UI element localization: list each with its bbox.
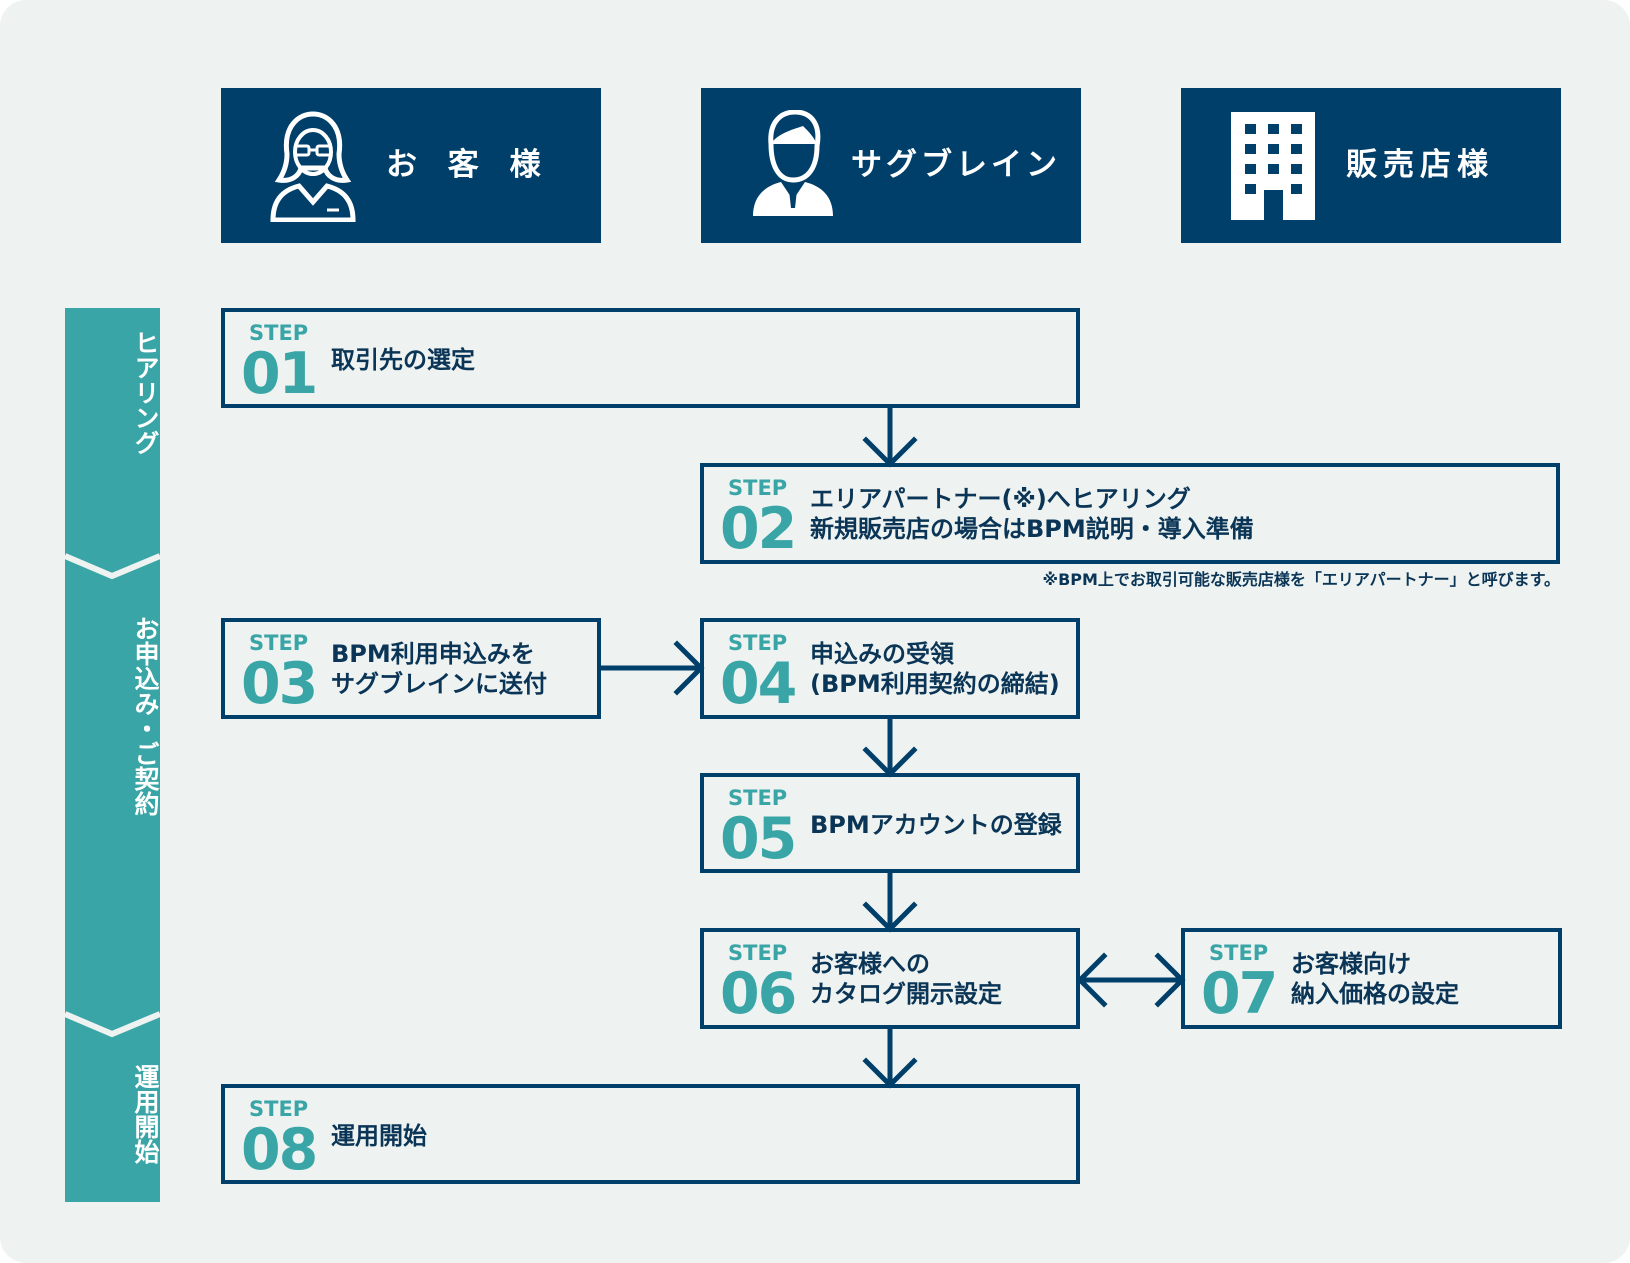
step-text-line: (BPM利用契約の締結) — [810, 670, 1060, 698]
column-label: 販売店様 — [1346, 147, 1494, 183]
step-number: 03 — [241, 651, 318, 717]
step-03-box: STEP 03 BPM利用申込みを サグブレインに送付 — [221, 618, 601, 719]
column-header-customer: お 客 様 — [221, 88, 601, 243]
step-text-line: BPMアカウントの登録 — [810, 811, 1062, 839]
column-label: お 客 様 — [386, 147, 551, 183]
step-04-box: STEP 04 申込みの受領 (BPM利用契約の締結) — [700, 618, 1080, 719]
phase-hearing: ヒアリング — [65, 308, 160, 578]
phase-label: お申込み・ご契約 — [131, 616, 160, 816]
step-number: 05 — [720, 806, 797, 872]
step-08-box: STEP 08 運用開始 — [221, 1084, 1080, 1184]
arrow-step05-to-step06 — [862, 870, 918, 933]
building-icon — [1231, 112, 1315, 220]
step-number: 01 — [241, 341, 318, 407]
step-06-box: STEP 06 お客様への カタログ開示設定 — [700, 928, 1080, 1029]
step-text-line: お客様向け — [1291, 950, 1411, 978]
step-number: 08 — [241, 1117, 318, 1183]
step-text-line: 納入価格の設定 — [1291, 980, 1459, 1008]
step-number: 02 — [720, 496, 797, 562]
step-05-box: STEP 05 BPMアカウントの登録 — [700, 773, 1080, 873]
step-word: STEP — [249, 631, 309, 655]
arrow-step06-step07-bidirectional — [1076, 952, 1186, 1008]
step-text-line: BPM利用申込みを — [331, 640, 535, 668]
phase-application-contract: お申込み・ご契約 — [65, 558, 160, 1035]
step-02-box: STEP 02 エリアパートナー(※)へヒアリング 新規販売店の場合はBPM説明… — [700, 463, 1560, 564]
step-text-line: 申込みの受領 — [810, 640, 954, 668]
step-word: STEP — [249, 1097, 309, 1121]
step-text-line: カタログ開示設定 — [810, 980, 1002, 1008]
step-text-line: お客様への — [810, 950, 930, 978]
step-01-box: STEP 01 取引先の選定 — [221, 308, 1080, 408]
arrow-step06-to-step08 — [862, 1026, 918, 1089]
arrow-step01-to-step02 — [862, 405, 918, 468]
step-text-line: 取引先の選定 — [331, 346, 475, 374]
step-text-line: サグブレインに送付 — [331, 670, 547, 698]
businesswoman-icon — [270, 111, 356, 222]
footnote: ※BPM上でお取引可能な販売店様を「エリアパートナー」と呼びます。 — [1042, 570, 1560, 589]
step-text-line: 運用開始 — [331, 1122, 427, 1150]
businessman-icon — [753, 110, 833, 216]
column-header-dealer: 販売店様 — [1181, 88, 1561, 243]
phase-label: ヒアリング — [131, 330, 160, 455]
phase-label: 運用開始 — [131, 1064, 160, 1164]
arrow-step03-to-step04 — [598, 640, 705, 696]
step-word: STEP — [1209, 941, 1269, 965]
step-word: STEP — [728, 631, 788, 655]
step-word: STEP — [728, 476, 788, 500]
column-label: サグブレイン — [851, 147, 1061, 183]
phase-operation: 運用開始 — [65, 1016, 160, 1202]
arrow-step04-to-step05 — [862, 716, 918, 778]
step-word: STEP — [728, 941, 788, 965]
column-header-sagbrain: サグブレイン — [701, 88, 1081, 243]
step-text-line: 新規販売店の場合はBPM説明・導入準備 — [810, 515, 1254, 543]
step-word: STEP — [728, 786, 788, 810]
step-number: 04 — [720, 651, 797, 717]
step-07-box: STEP 07 お客様向け 納入価格の設定 — [1181, 928, 1562, 1029]
step-number: 06 — [720, 961, 797, 1027]
step-text-line: エリアパートナー(※)へヒアリング — [810, 485, 1191, 513]
step-number: 07 — [1201, 961, 1278, 1027]
step-word: STEP — [249, 321, 309, 345]
